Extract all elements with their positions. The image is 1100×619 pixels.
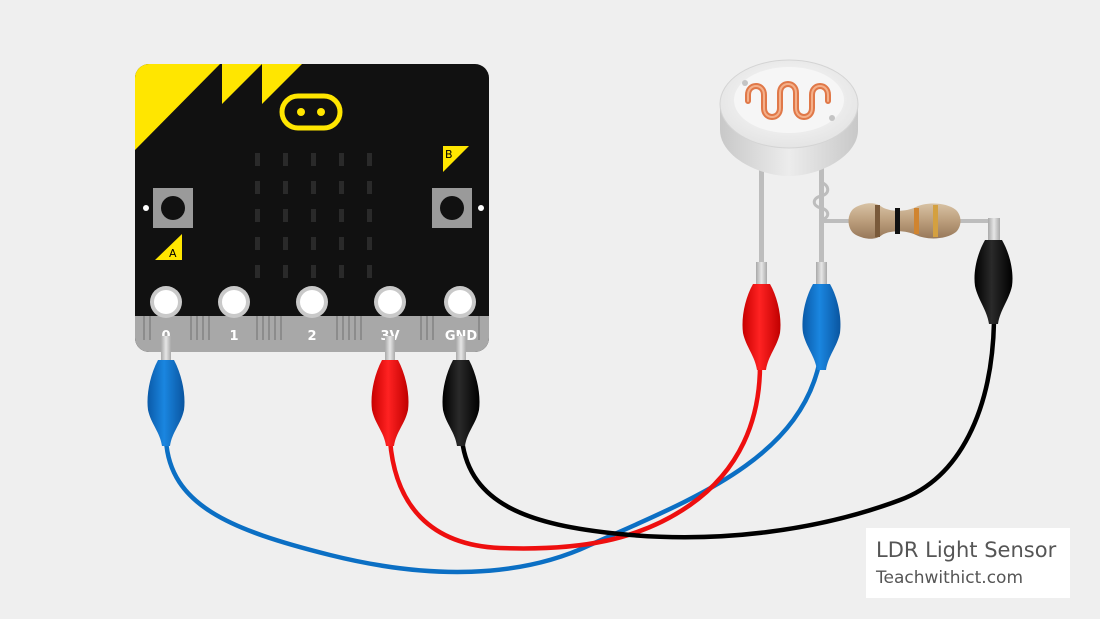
red-wire: [387, 362, 763, 551]
pin-3v[interactable]: [374, 286, 406, 318]
button-a[interactable]: [153, 188, 193, 228]
caption-site: Teachwithict.com: [876, 568, 1024, 588]
pin-2[interactable]: [296, 286, 328, 318]
button-b-label: B: [445, 148, 453, 161]
blue-clip-pin-0: [147, 336, 185, 446]
board-corner-graphic: [135, 64, 220, 150]
led-matrix: [255, 153, 372, 278]
ldr-icon: [719, 59, 859, 272]
blue-wire: [163, 357, 823, 575]
button-b-marker: [443, 146, 469, 172]
pin-gnd[interactable]: [444, 286, 476, 318]
button-b[interactable]: [432, 188, 472, 228]
pin-0[interactable]: [150, 286, 182, 318]
red-clip-ldr: [742, 262, 781, 370]
red-clip-pin-3v: [371, 336, 409, 446]
caption-title: LDR Light Sensor: [876, 538, 1057, 562]
pin-1[interactable]: [218, 286, 250, 318]
microbit-board: A B 0 1 2 3V GND: [135, 64, 489, 352]
black-clip-resistor: [974, 218, 1013, 324]
wires: [163, 319, 997, 575]
button-a-label: A: [169, 247, 177, 260]
resistor-icon: [822, 203, 994, 239]
black-clip-pin-gnd: [442, 336, 480, 446]
blue-clip-ldr: [802, 262, 841, 370]
black-wire: [459, 319, 997, 540]
pin-label-2: 2: [307, 329, 316, 344]
microbit-logo-icon: [279, 93, 343, 131]
pin-label-1: 1: [229, 329, 238, 344]
button-a-marker: [155, 234, 182, 260]
caption-box: LDR Light Sensor Teachwithict.com: [866, 528, 1070, 598]
